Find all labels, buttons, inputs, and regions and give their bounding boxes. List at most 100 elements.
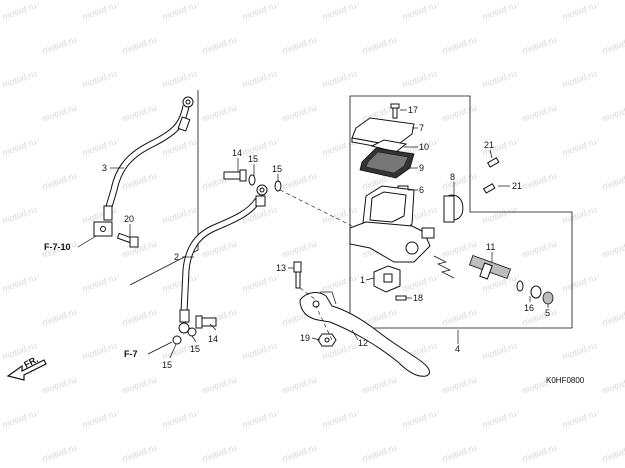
- watermark-text: motod.ru: [321, 272, 358, 294]
- brake-hose-upper: [93, 96, 194, 237]
- brake-lever-12: [299, 291, 430, 377]
- watermark-text: motod.ru: [161, 0, 198, 22]
- nut-19: [317, 333, 337, 347]
- watermark-text: motod.ru: [41, 306, 78, 328]
- watermark-text: motod.ru: [481, 204, 518, 226]
- watermark-text: motod.ru: [601, 170, 625, 192]
- watermark-text: motod.ru: [201, 238, 238, 260]
- watermark-text: motod.ru: [241, 340, 278, 362]
- watermark-text: motod.ru: [481, 340, 518, 362]
- callout-3: 3: [102, 163, 107, 173]
- watermark-text: motod.ru: [481, 0, 518, 22]
- watermark-text: motod.ru: [401, 408, 438, 430]
- diagram-code: K0HF0800: [546, 376, 585, 385]
- watermark-text: motod.ru: [121, 170, 158, 192]
- callout-10: 10: [419, 142, 429, 152]
- watermark-text: motod.ru: [281, 170, 318, 192]
- watermark-text: motod.ru: [321, 204, 358, 226]
- callout-1: 1: [360, 275, 365, 285]
- watermark-text: motod.ru: [1, 136, 38, 158]
- watermark-text: motod.ru: [201, 442, 238, 464]
- callout-20: 20: [124, 214, 134, 224]
- watermark-text: motod.ru: [401, 272, 438, 294]
- watermark-text: motod.ru: [201, 34, 238, 56]
- bolt-20: [116, 232, 139, 248]
- watermark-text: motod.ru: [241, 0, 278, 22]
- callout-21-upper: 21: [484, 140, 494, 150]
- brake-hose-lower: [178, 184, 268, 334]
- watermark-text: motod.ru: [41, 34, 78, 56]
- watermark-text: motod.ru: [81, 272, 118, 294]
- watermark-text: motod.ru: [401, 0, 438, 22]
- watermark-text: motod.ru: [281, 102, 318, 124]
- watermark-text: motod.ru: [401, 68, 438, 90]
- watermark-text: motod.ru: [241, 408, 278, 430]
- cap-screw-17: [390, 103, 400, 119]
- watermark-text: motod.ru: [601, 238, 625, 260]
- watermark-text: motod.ru: [361, 34, 398, 56]
- watermark-text: motod.ru: [1, 0, 38, 22]
- watermark-text: motod.ru: [561, 136, 598, 158]
- watermark-text: motod.ru: [521, 170, 558, 192]
- watermark-text: motod.ru: [161, 272, 198, 294]
- callout-8: 8: [450, 172, 455, 182]
- watermark-text: motod.ru: [441, 374, 478, 396]
- pivot-bolt-13: [293, 261, 302, 289]
- watermark-text: motod.ru: [241, 272, 278, 294]
- watermark-text: motod.ru: [601, 374, 625, 396]
- callout-13: 13: [276, 263, 286, 273]
- watermark-text: motod.ru: [161, 204, 198, 226]
- callout-12: 12: [358, 338, 368, 348]
- watermark-text: motod.ru: [281, 238, 318, 260]
- watermark-text: motod.ru: [441, 442, 478, 464]
- watermark-text: motod.ru: [561, 408, 598, 430]
- callout-21-lower: 21: [512, 181, 522, 191]
- ref-f7: F-7: [124, 349, 138, 359]
- callout-17: 17: [408, 105, 418, 115]
- watermark-text: motod.ru: [1, 204, 38, 226]
- callout-6: 6: [419, 185, 424, 195]
- callout-15-lower-b: 15: [162, 360, 172, 370]
- watermark-text: motod.ru: [121, 442, 158, 464]
- watermark-text: motod.ru: [81, 136, 118, 158]
- watermark-text: motod.ru: [81, 0, 118, 22]
- watermark-text: motod.ru: [41, 170, 78, 192]
- callout-11: 11: [486, 242, 495, 252]
- watermark-text: motod.ru: [361, 442, 398, 464]
- screw-18: [395, 295, 407, 301]
- ref-f7-10: F-7-10: [44, 242, 71, 252]
- watermark-text: motod.ru: [161, 68, 198, 90]
- watermark-text: motod.ru: [81, 340, 118, 362]
- watermark-text: motod.ru: [281, 374, 318, 396]
- callout-2: 2: [174, 252, 179, 262]
- watermark-text: motod.ru: [561, 340, 598, 362]
- watermark-text: motod.ru: [561, 0, 598, 22]
- front-arrow-icon: [6, 359, 47, 381]
- watermark-text: motod.ru: [521, 102, 558, 124]
- assembly-frame: [129, 90, 573, 329]
- watermark-text: motod.ru: [41, 374, 78, 396]
- diaphragm-9: [359, 147, 415, 179]
- watermark-text: motod.ru: [81, 68, 118, 90]
- watermark-text: motod.ru: [361, 374, 398, 396]
- callout-4: 4: [455, 344, 460, 354]
- callout-18: 18: [413, 293, 423, 303]
- watermark-text: motod.ru: [521, 238, 558, 260]
- hose-section-divider: [129, 90, 199, 286]
- callout-15-upper-b: 15: [272, 164, 282, 174]
- watermark-text: motod.ru: [201, 374, 238, 396]
- watermark-text: motod.ru: [201, 102, 238, 124]
- watermark-text: motod.ru: [321, 0, 358, 22]
- callout-14-upper: 14: [232, 148, 242, 158]
- watermark-text: motod.ru: [281, 34, 318, 56]
- watermark-text: motod.ru: [321, 68, 358, 90]
- watermark-text: motod.ru: [41, 442, 78, 464]
- clamp-bolts-21: [482, 157, 500, 194]
- watermark-text: motod.ru: [601, 306, 625, 328]
- banjo-bolt-lower: [195, 315, 217, 329]
- sealing-washers-upper: [248, 174, 282, 192]
- callout-14-lower: 14: [208, 334, 218, 344]
- watermark-text: motod.ru: [121, 306, 158, 328]
